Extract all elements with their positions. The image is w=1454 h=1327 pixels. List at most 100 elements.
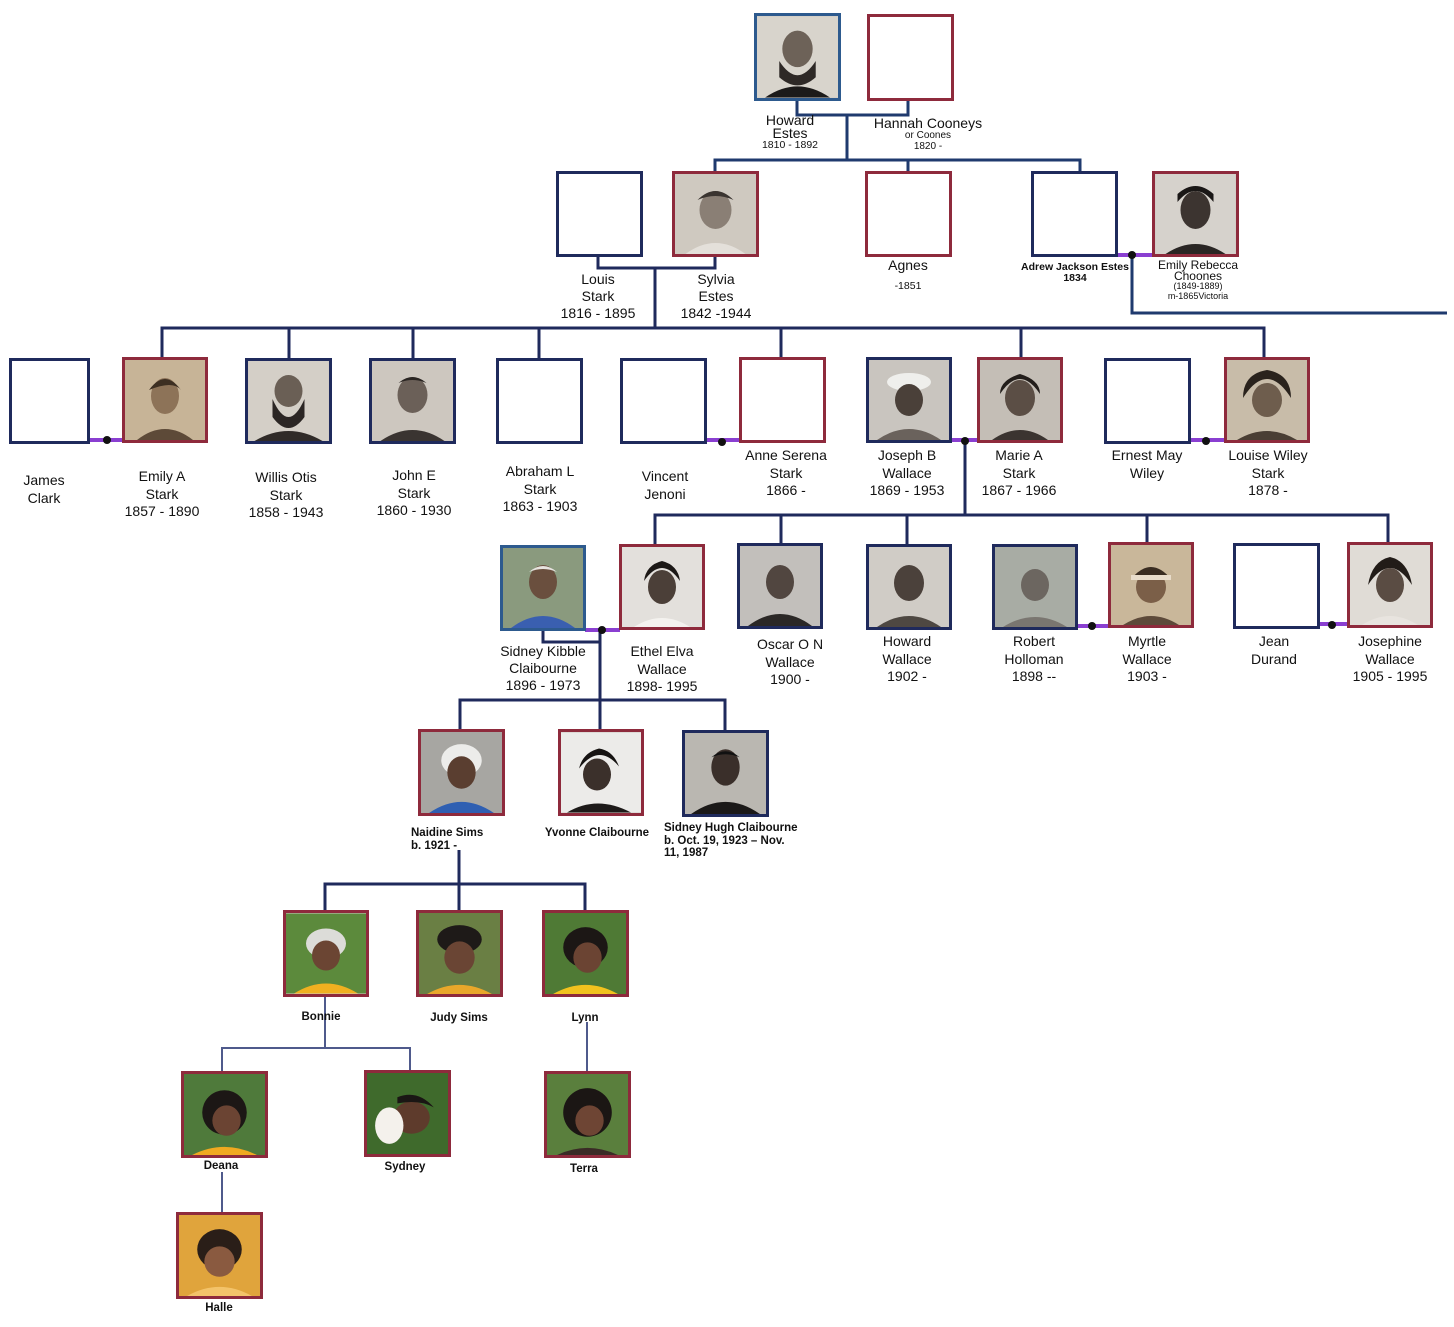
name-line: Abraham L — [505, 463, 575, 479]
agnes-photo[interactable] — [865, 171, 952, 257]
willis-otis-stark-label: Willis Otis Stark 1858 - 1943 — [238, 469, 334, 522]
name-line: Clark — [27, 490, 61, 506]
sidney-hugh-claibourne-label: Sidney Hugh Claibourne b. Oct. 19, 1923 … — [664, 822, 814, 860]
joseph-b-wallace-photo[interactable] — [866, 357, 952, 443]
name-line: Sylvia — [697, 271, 735, 287]
emily-a-stark-photo[interactable] — [122, 357, 208, 443]
dates: 1898- 1995 — [626, 678, 698, 694]
hannah-cooneys-photo[interactable] — [867, 14, 954, 101]
howard-wallace-photo[interactable] — [866, 544, 952, 630]
emily-rebecca-choones-photo[interactable] — [1152, 171, 1239, 257]
name-line: Stark — [145, 485, 179, 502]
howard-estes-photo[interactable] — [754, 13, 841, 101]
louise-wiley-stark-photo[interactable] — [1224, 357, 1310, 443]
deana-photo[interactable] — [181, 1071, 268, 1158]
sylvia-estes-photo[interactable] — [672, 171, 759, 257]
name-line: Vincent — [641, 468, 689, 484]
emily-rebecca-choones-label: Emily Rebecca Choones (1849-1889) m-1865… — [1146, 258, 1250, 302]
adrew-jackson-estes-photo[interactable] — [1031, 171, 1118, 257]
dates: 1860 - 1930 — [376, 502, 452, 518]
name-line: Willis Otis — [255, 469, 317, 485]
bonnie-photo[interactable] — [283, 910, 369, 997]
emily-a-stark-label: Emily A Stark 1857 - 1890 — [114, 468, 210, 521]
name-line: Bonnie — [301, 1011, 341, 1023]
john-e-stark-label: John E Stark 1860 - 1930 — [366, 467, 462, 520]
name-line: Agnes — [888, 257, 928, 273]
james-clark-photo[interactable] — [9, 358, 90, 444]
ernest-may-wiley-photo[interactable] — [1104, 358, 1191, 444]
vincent-jenoni-photo[interactable] — [620, 358, 707, 444]
abraham-l-stark-label: Abraham L Stark 1863 - 1903 — [492, 463, 588, 516]
howard-wallace-label: Howard Wallace 1902 - — [859, 633, 955, 686]
bonnie-label: Bonnie — [281, 1011, 361, 1023]
birth-line: b. 1921 - — [411, 840, 458, 852]
jean-durand-photo[interactable] — [1233, 543, 1320, 629]
ernest-may-wiley-label: Ernest May Wiley — [1099, 447, 1195, 482]
dates: b. Oct. 19, 1923 – Nov. — [664, 834, 785, 847]
name-line: Anne Serena — [745, 447, 827, 463]
louis-stark-photo[interactable] — [556, 171, 643, 257]
dates: (1849-1889) — [1173, 281, 1223, 291]
robert-holloman-photo[interactable] — [992, 544, 1078, 630]
name-line: Louise Wiley — [1228, 447, 1308, 463]
name-line: Sidney Hugh Claibourne — [664, 822, 798, 834]
name-line: Choones — [1173, 269, 1223, 283]
name-line: John E — [392, 467, 436, 483]
terra-label: Terra — [544, 1163, 624, 1175]
willis-otis-stark-photo[interactable] — [245, 358, 332, 444]
yvonne-claibourne-photo[interactable] — [558, 729, 644, 816]
name-line: Holloman — [1004, 650, 1064, 667]
name-line: Wallace — [1122, 650, 1172, 667]
dates: 1867 - 1966 — [981, 482, 1057, 498]
lynn-photo[interactable] — [542, 910, 629, 997]
lynn-label: Lynn — [545, 1012, 625, 1024]
ethel-elva-wallace-photo[interactable] — [619, 544, 705, 630]
naidine-sims-photo[interactable] — [418, 729, 505, 816]
marie-a-stark-photo[interactable] — [977, 357, 1063, 443]
dates: 1869 - 1953 — [869, 482, 945, 498]
anne-serena-stark-photo[interactable] — [739, 357, 826, 443]
sydney-photo[interactable] — [364, 1070, 451, 1157]
dates: 1820 - — [913, 141, 943, 152]
james-clark-label: James Clark — [4, 471, 84, 507]
name-line: Durand — [1251, 650, 1297, 667]
name-line: Adrew Jackson Estes — [1021, 261, 1129, 273]
name-line: Wallace — [882, 650, 932, 667]
judy-sims-label: Judy Sims — [419, 1012, 499, 1024]
josephine-wallace-photo[interactable] — [1347, 542, 1433, 628]
name-line: Stark — [523, 480, 557, 497]
dates: 1810 - 1892 — [761, 139, 819, 151]
name-line: Oscar O N — [756, 636, 824, 652]
hannah-cooneys-label: Hannah Cooneys or Coones 1820 - — [866, 116, 990, 152]
sidney-kibble-claibourne-photo[interactable] — [500, 545, 586, 631]
dates: 1905 - 1995 — [1352, 668, 1428, 684]
name-line: Emily Rebecca — [1157, 258, 1239, 272]
terra-photo[interactable] — [544, 1071, 631, 1158]
halle-label: Halle — [179, 1302, 259, 1314]
myrtle-wallace-photo[interactable] — [1108, 542, 1194, 628]
john-e-stark-photo[interactable] — [369, 358, 456, 444]
dates: 1902 - — [887, 668, 927, 684]
name-line: Jenoni — [644, 486, 686, 502]
name-line: Terra — [570, 1163, 598, 1175]
name-line: Josephine — [1358, 633, 1422, 649]
judy-sims-photo[interactable] — [416, 910, 503, 997]
name-line: Jean — [1258, 633, 1290, 649]
joseph-b-wallace-label: Joseph B Wallace 1869 - 1953 — [859, 447, 955, 500]
dates: 1900 - — [770, 671, 810, 687]
oscar-o-n-wallace-photo[interactable] — [737, 543, 823, 629]
abraham-l-stark-photo[interactable] — [496, 358, 583, 444]
name-line: Louis — [581, 271, 615, 287]
louis-stark-label: Louis Stark 1816 - 1895 — [550, 271, 646, 322]
marriage-note: m-1865Victoria — [1167, 290, 1229, 301]
name-line: or Coones — [904, 130, 952, 141]
halle-photo[interactable] — [176, 1212, 263, 1299]
jean-durand-label: Jean Durand — [1226, 633, 1322, 668]
name-line: Sydney — [384, 1161, 426, 1173]
sidney-hugh-claibourne-photo[interactable] — [682, 730, 769, 817]
yvonne-claibourne-label: Yvonne Claibourne — [540, 827, 654, 839]
sidney-kibble-claibourne-label: Sidney Kibble Claibourne 1896 - 1973 — [488, 643, 598, 694]
name-line: Joseph B — [877, 447, 937, 463]
name-line: Wallace — [637, 660, 687, 677]
name-line: Stark — [397, 484, 431, 501]
